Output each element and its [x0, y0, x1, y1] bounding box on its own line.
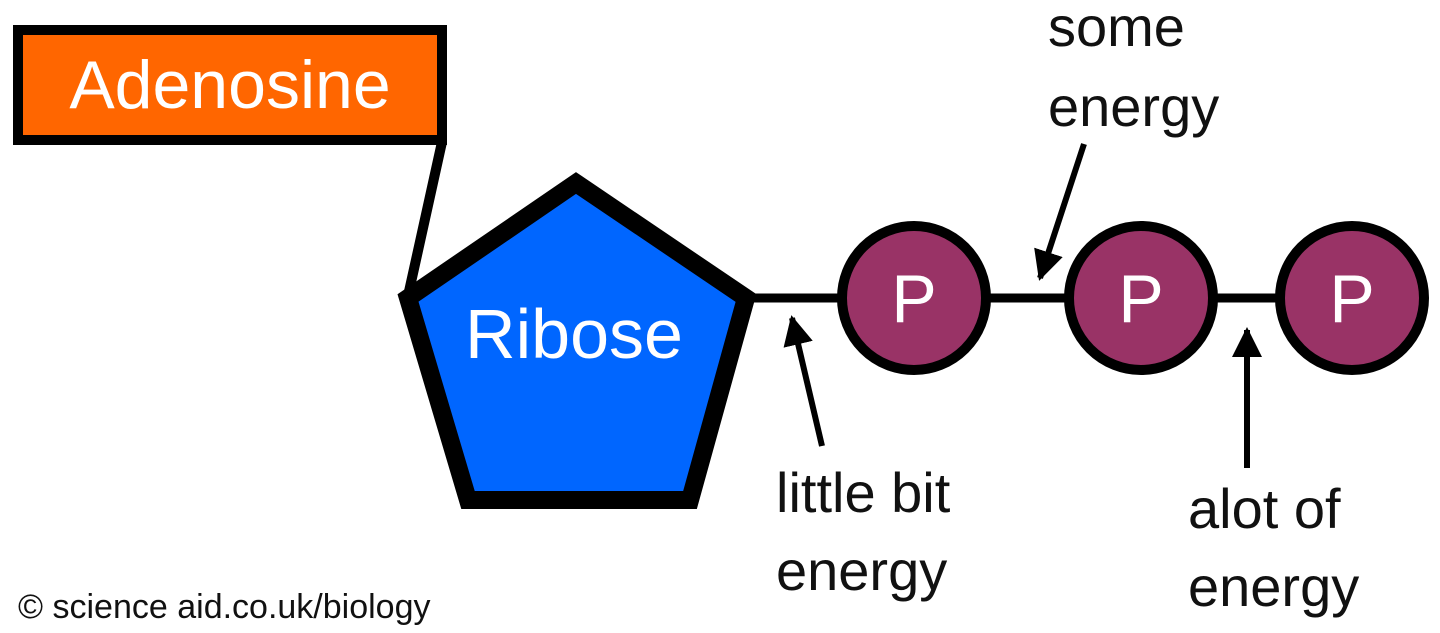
phosphate-circle-2	[1064, 221, 1218, 375]
adenosine-box-rect	[13, 25, 447, 145]
phosphate-label-3: P	[1329, 261, 1374, 337]
phosphate-group-3: P	[1275, 221, 1429, 375]
phosphate-group-1: P	[837, 221, 991, 375]
ribose-label: Ribose	[465, 295, 683, 373]
phosphate-circle-1	[837, 221, 991, 375]
annotation-alot-line-2: energy	[1188, 555, 1359, 618]
phosphate-label-2: P	[1118, 261, 1163, 337]
arrow-some-energy	[1034, 143, 1087, 281]
phosphate-circle-3	[1275, 221, 1429, 375]
adenosine-label: Adenosine	[69, 47, 390, 123]
ribose-pentagon: Ribose	[397, 172, 757, 509]
phosphate-label-1: P	[891, 261, 936, 337]
copyright-text: © science aid.co.uk/biology	[18, 588, 431, 626]
annotation-alot-line-1: alot of	[1188, 477, 1341, 540]
annotation-some-line-2: energy	[1048, 75, 1219, 138]
annotation-alot-energy: alot of energy	[1188, 477, 1359, 618]
arrow-little-bit	[783, 315, 825, 447]
ribose-shape	[397, 172, 757, 509]
adenosine-box: Adenosine	[13, 25, 447, 145]
annotation-some-energy: some energy	[1048, 0, 1219, 138]
annotation-little-bit-line-2: energy	[776, 539, 947, 602]
annotation-little-bit-line-1: little bit	[776, 461, 951, 524]
annotation-little-bit-energy: little bit energy	[776, 461, 951, 602]
phosphate-group-2: P	[1064, 221, 1218, 375]
adenosine-connector	[403, 137, 447, 301]
annotation-some-line-1: some	[1048, 0, 1185, 58]
